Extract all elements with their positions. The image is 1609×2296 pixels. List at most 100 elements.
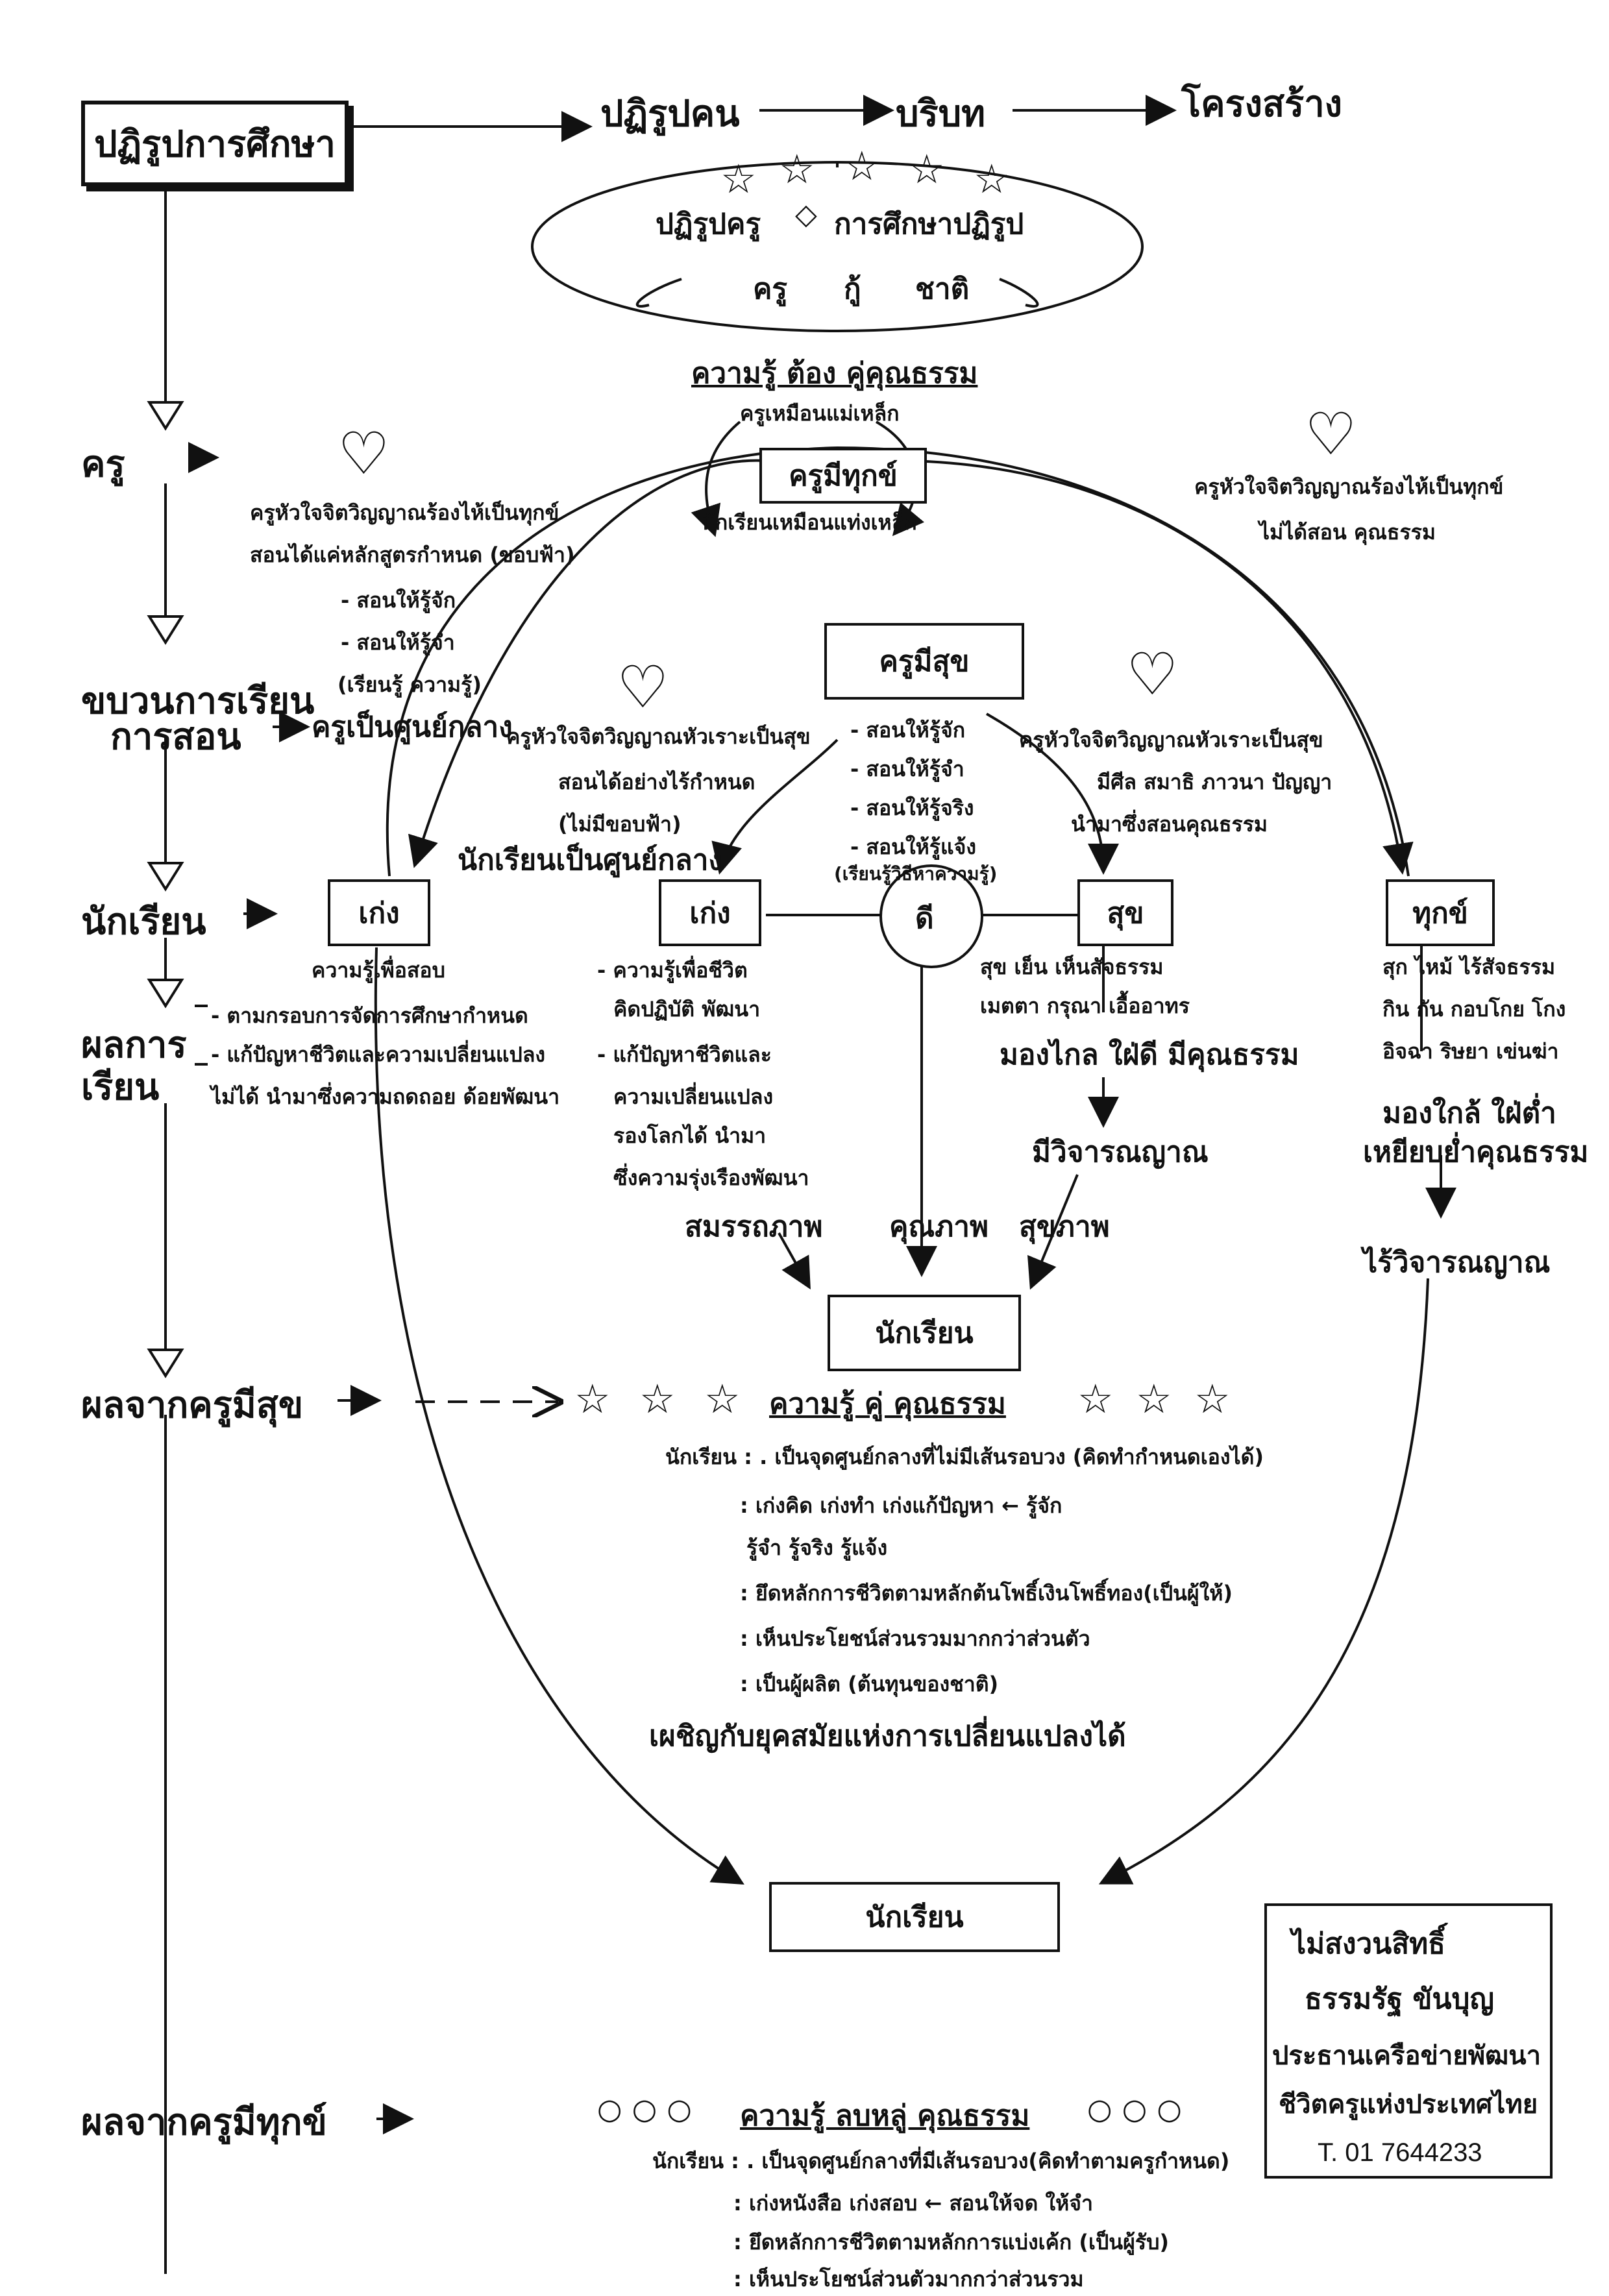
node-keng2-label: เก่ง: [689, 896, 731, 930]
happy-outcome-headline: ความรู้ คู่ คุณธรรม: [769, 1387, 1006, 1421]
happy-outcome-4: : ยึดหลักการชีวิตตามหลักต้นโพธิ์เงินโพธิ…: [740, 1581, 1233, 1606]
label-process1: ขบวนการเรียน: [81, 680, 315, 722]
credit-box: [1264, 1903, 1553, 2179]
suffer-outcome-4: : เห็นประโยชน์ส่วนตัวมากกว่าส่วนรวม: [733, 2267, 1084, 2291]
credit-phone: T. 01 7644233: [1318, 2138, 1482, 2167]
arrow-tuk-to-student2: [1098, 1278, 1429, 1885]
suffer-left-2: สอนได้แค่หลักสูตรกำหนด (ขอบฟ้า): [250, 543, 575, 567]
suk-text-2: เมตตา กรุณา เอื้ออาทร: [980, 994, 1190, 1018]
happy-list-3: - สอนให้รู้จริง: [850, 796, 974, 820]
heart-sad-icon: ♡: [1305, 400, 1357, 469]
circle-icon: ○ ○ ○: [597, 2093, 692, 2126]
lens-title-right: การศึกษาปฏิรูป: [834, 208, 1024, 241]
node-dee-circle: [879, 864, 983, 968]
arrow-keng1-to-student2: [374, 947, 744, 1885]
keng1-text-4: ไม่ได้ นำมาซึ่งความถดถอย ด้อยพัฒนา: [211, 1084, 560, 1109]
reform-box-label: ปฏิรูปการศึกษา: [93, 123, 336, 165]
happy-outcome-6: : เป็นผู้ผลิต (ต้นทุนของชาติ): [740, 1672, 999, 1696]
student-box-1-label: นักเรียน: [875, 1317, 974, 1350]
node-keng2: เก่ง: [659, 879, 761, 946]
keng1-text-2: - ตามกรอบการจัดการศึกษากำหนด: [211, 1003, 528, 1028]
suffer-outcome-headline: ความรู้ ลบหลู่ คุณธรรม: [740, 2099, 1030, 2132]
label-student: นักเรียน: [81, 901, 206, 943]
arrow-happy-to-keng2: [711, 739, 839, 875]
chain-people: ปฏิรูปคน: [600, 93, 740, 135]
student-center-label: นักเรียนเป็นศูนย์กลาง: [458, 844, 722, 877]
tuk-look-2: เหยียบย่ำคุณธรรม: [1363, 1136, 1589, 1169]
tuk-text-3: อิจฉา ริษยา เข่นฆ่า: [1382, 1039, 1559, 1064]
star-icon: ☆: [574, 1375, 611, 1423]
suffer-teacher-box: ครูมีทุกข์: [759, 448, 927, 504]
happy-right-1: ครูหัวใจจิตวิญญาณหัวเราะเป็นสุข: [1019, 727, 1323, 752]
happy-left-1: ครูหัวใจจิตวิญญาณหัวเราะเป็นสุข: [506, 724, 811, 749]
happy-outcome-3: รู้จำ รู้จริง รู้แจ้ง: [746, 1535, 888, 1560]
star-icon: ☆: [1194, 1375, 1231, 1423]
happy-outcome-2: : เก่งคิด เก่งทำ เก่งแก้ปัญหา ← รู้จัก: [740, 1493, 1062, 1518]
credit-name: ธรรมรัฐ ขันบุญ: [1305, 1983, 1494, 2016]
lens-sub-teacher: ครู: [753, 273, 788, 306]
keng2-text-2: คิดปฏิบัติ พัฒนา: [613, 997, 761, 1021]
suffer-left-5: (เรียนรู้ ความรู้): [338, 672, 482, 697]
lens-ellipse: [531, 161, 1144, 332]
teacher-center-label: ครูเป็นศูนย์กลาง: [312, 711, 513, 744]
quality-quality: คุณภาพ: [889, 1210, 989, 1243]
credit-title: ไม่สงวนสิทธิ์: [1292, 1927, 1445, 1960]
star-icon: ☆: [639, 1375, 676, 1423]
suffer-outcome-1: นักเรียน : . เป็นจุดศูนย์กลางที่มีเส้นรอ…: [652, 2149, 1230, 2173]
suffer-left-4: - สอนให้รู้จำ: [341, 630, 455, 655]
suk-text-1: สุข เย็น เห็นสัจธรรม: [980, 955, 1164, 979]
knowledge-headline: ความรู้ ต้อง คู่คุณธรรม: [691, 357, 978, 390]
happy-right-2: มีศีล สมาธิ ภาวนา ปัญญา: [1097, 770, 1333, 794]
diamond-icon: ◇: [795, 198, 817, 231]
credit-role-1: ประธานเครือข่ายพัฒนา: [1272, 2041, 1541, 2071]
suffer-left-3: - สอนให้รู้จัก: [341, 588, 456, 613]
quality-capability: สมรรถภาพ: [685, 1210, 823, 1243]
label-teacher: ครู: [81, 443, 125, 485]
tuk-text-2: กิน กัน กอบโกย โกง: [1382, 997, 1566, 1021]
star-icon: ☆: [720, 155, 757, 202]
happy-left-3: (ไม่มีขอบฟ้า): [558, 812, 682, 837]
node-keng1-label: เก่ง: [358, 896, 400, 930]
label-result2: เรียน: [81, 1066, 160, 1108]
label-result1: ผลการ: [81, 1024, 187, 1066]
lens-sub-nation: ชาติ: [915, 273, 970, 306]
node-tuk-label: ทุกข์: [1412, 896, 1468, 930]
keng2-text-3: - แก้ปัญหาชีวิตและ: [597, 1042, 772, 1067]
heart-sad-icon: ♡: [338, 420, 390, 488]
keng2-text-5: รองโลกได้ นำมา: [613, 1123, 767, 1148]
suk-wisdom: มีวิจารณญาณ: [1032, 1136, 1209, 1169]
keng1-text-3: - แก้ปัญหาชีวิตและความเปลี่ยนแปลง: [211, 1042, 546, 1067]
arrow-suffer-to-keng1: [408, 459, 767, 868]
happy-teacher-label: ครูมีสุข: [879, 645, 970, 678]
node-keng1: เก่ง: [328, 879, 430, 946]
lens-title-left: ปฏิรูปครู: [656, 208, 761, 241]
label-happy-result: ผลจากครูมีสุข: [81, 1384, 304, 1426]
student-box-2: นักเรียน: [769, 1882, 1060, 1952]
tuk-look-1: มองใกล้ ใฝ่ต่ำ: [1382, 1097, 1556, 1130]
iron-label: นักเรียนเหมือนแท่งเหล็ก: [701, 510, 917, 535]
node-dee-label: ดี: [915, 902, 934, 935]
suffer-right-1: ครูหัวใจจิตวิญญาณร้องไห้เป็นทุกข์: [1194, 474, 1504, 499]
happy-list-2: - สอนให้รู้จำ: [850, 757, 964, 781]
happy-left-2: สอนได้อย่างไร้กำหนด: [558, 770, 755, 794]
quality-health: สุขภาพ: [1019, 1210, 1110, 1243]
happy-outcome-1: นักเรียน : . เป็นจุดศูนย์กลางที่ไม่มีเส้…: [665, 1445, 1264, 1469]
node-tuk: ทุกข์: [1386, 879, 1495, 946]
keng2-text-1: - ความรู้เพื่อชีวิต: [597, 958, 748, 983]
magnet-label: ครูเหมือนแม่เหล็ก: [740, 401, 900, 426]
student-box-2-label: นักเรียน: [865, 1901, 964, 1934]
circle-icon: ○ ○ ○: [1087, 2093, 1182, 2126]
happy-list-5: (เรียนรู้วิธีหาความรู้): [834, 863, 998, 885]
keng1-text-1: ความรู้เพื่อสอบ: [312, 958, 445, 983]
happy-list-4: - สอนให้รู้แจ้ง: [850, 835, 976, 859]
heart-happy-icon: ♡: [617, 653, 669, 722]
suffer-outcome-3: : ยึดหลักการชีวิตตามหลักการแบ่งเค้ก (เป็…: [733, 2230, 1170, 2254]
tuk-wisdom: ไร้วิจารณญาณ: [1363, 1246, 1551, 1279]
suffer-teacher-label: ครูมีทุกข์: [789, 459, 898, 493]
happy-list-1: - สอนให้รู้จัก: [850, 718, 966, 742]
happy-right-3: นำมาซึ่งสอนคุณธรรม: [1071, 812, 1268, 837]
happy-outcome-closing: เผชิญกับยุคสมัยแห่งการเปลี่ยนแปลงได้: [649, 1720, 1126, 1753]
star-icon: ☆: [844, 142, 880, 189]
